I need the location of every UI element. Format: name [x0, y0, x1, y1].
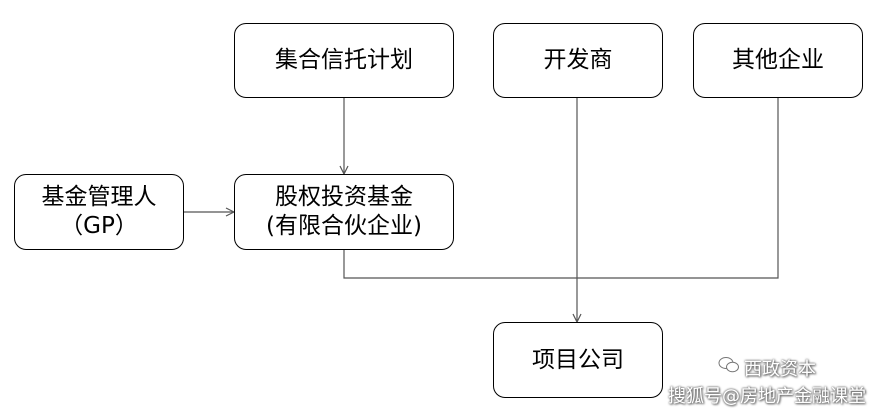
node-other-enterprises-label: 其他企业 — [732, 47, 824, 74]
wechat-icon — [718, 357, 739, 373]
node-project-company: 项目公司 — [493, 322, 663, 398]
node-project-company-label: 项目公司 — [532, 346, 624, 373]
node-developer-label: 开发商 — [543, 47, 613, 74]
watermark-brand: 西政资本 — [744, 359, 816, 380]
watermark-source: 搜狐号@房地产金融课堂 — [668, 386, 866, 407]
node-equity-fund: 股权投资基金 (有限合伙企业) — [234, 174, 454, 250]
node-equity-fund-line1: 股权投资基金 — [275, 184, 413, 211]
line-fund-to-merge — [343, 98, 779, 279]
node-fund-manager-gp-line2: （GP） — [60, 213, 138, 239]
node-developer: 开发商 — [493, 23, 663, 98]
node-other-enterprises: 其他企业 — [693, 23, 863, 98]
node-trust-plan: 集合信托计划 — [234, 23, 454, 98]
node-equity-fund-line2: (有限合伙企业) — [266, 213, 422, 239]
node-fund-manager-gp: 基金管理人 （GP） — [14, 174, 184, 250]
node-trust-plan-label: 集合信托计划 — [275, 47, 413, 74]
node-fund-manager-gp-line1: 基金管理人 — [41, 184, 157, 211]
